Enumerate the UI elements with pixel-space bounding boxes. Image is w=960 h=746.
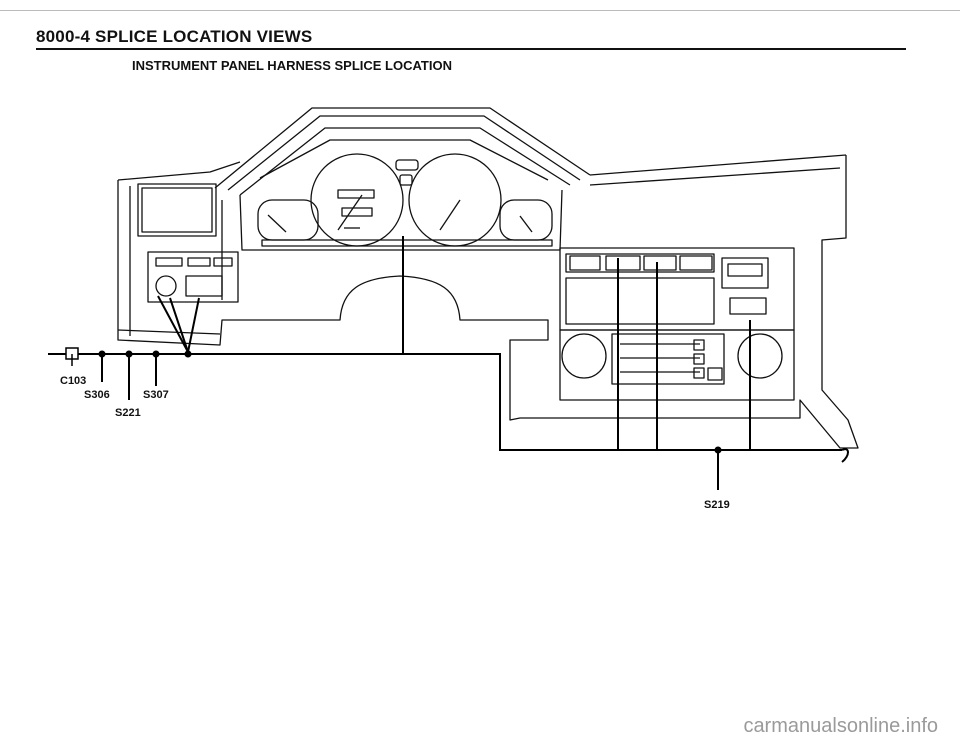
splice-point-s307	[152, 350, 160, 358]
splice-point-junction	[184, 350, 192, 358]
instrument-cluster	[257, 153, 553, 247]
dashboard-outline	[117, 155, 859, 449]
splice-point-s221	[125, 350, 133, 358]
label-s219: S219	[704, 499, 730, 511]
watermark: carmanualsonline.info	[743, 715, 938, 737]
center-console	[559, 247, 795, 401]
label-s307: S307	[143, 389, 169, 401]
splice-point-s306	[98, 350, 106, 358]
cluster-hood	[214, 107, 847, 300]
top-rule	[0, 10, 960, 11]
splice-point-s219	[714, 446, 722, 454]
wiring-harness	[48, 236, 849, 490]
label-s306: S306	[84, 389, 110, 401]
label-c103: C103	[60, 375, 86, 387]
title-underline	[36, 48, 906, 50]
left-panel	[137, 183, 239, 303]
label-s221: S221	[115, 407, 141, 419]
diagram-subtitle: INSTRUMENT PANEL HARNESS SPLICE LOCATION	[132, 58, 452, 73]
page-title: 8000-4 SPLICE LOCATION VIEWS	[36, 27, 313, 46]
